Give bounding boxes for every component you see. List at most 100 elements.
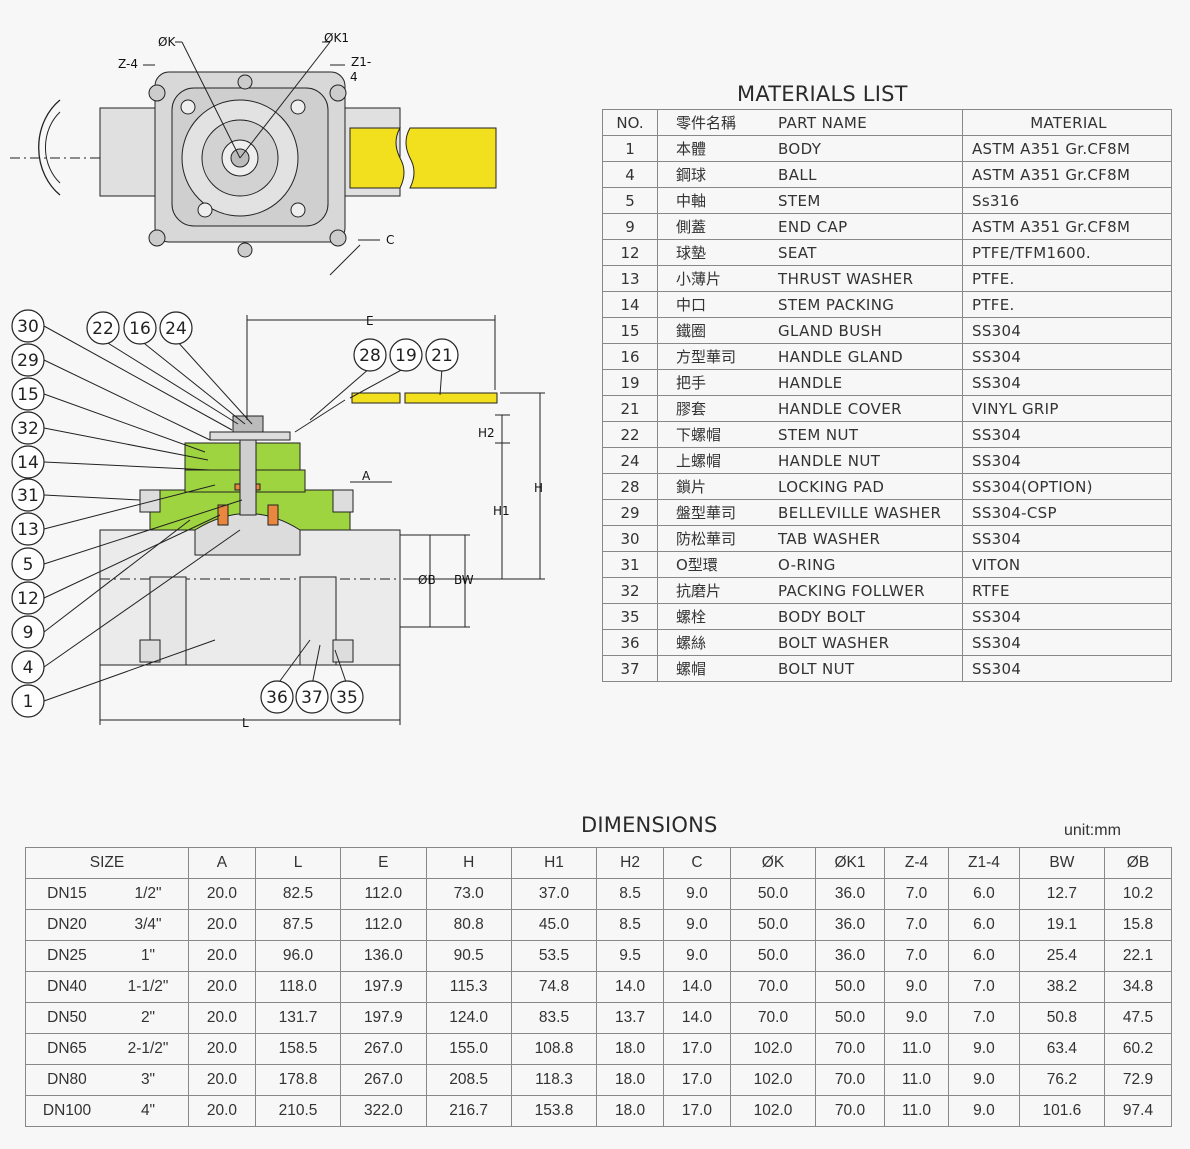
dim-value-cell: 22.1 [1104, 940, 1172, 972]
dim-value-cell: 11.0 [883, 1033, 950, 1065]
part-name-cell: END CAP [768, 213, 963, 240]
dim-label: E [366, 314, 374, 328]
dim-value-cell: 18.0 [596, 1033, 664, 1065]
part-name-zh-cell: O型環 [657, 551, 768, 578]
dim-value-cell: 70.0 [729, 971, 817, 1003]
size-dn-cell: DN20 [25, 909, 108, 941]
callout-number: 32 [17, 419, 39, 439]
dim-value-cell: 74.8 [510, 971, 598, 1003]
part-no-cell: 21 [602, 395, 658, 422]
material-cell: SS304(OPTION) [962, 473, 1172, 500]
dim-value-cell: 208.5 [425, 1064, 512, 1096]
material-cell: VITON [962, 551, 1172, 578]
part-name-cell: SEAT [768, 239, 963, 266]
dim-value-cell: 47.5 [1104, 1002, 1172, 1034]
dim-value-cell: 76.2 [1018, 1064, 1106, 1096]
dim-value-cell: 267.0 [340, 1033, 427, 1065]
part-no-cell: 15 [602, 317, 658, 344]
material-cell: SS304 [962, 525, 1172, 552]
dim-value-cell: 210.5 [254, 1095, 342, 1127]
dim-header-cell: H1 [510, 847, 598, 879]
callout-35: 35 [330, 680, 364, 714]
dim-value-cell: 112.0 [340, 878, 427, 910]
size-dn-cell: DN25 [25, 940, 108, 972]
dim-label: C [386, 233, 394, 247]
part-name-zh-cell: 本體 [657, 135, 768, 162]
material-cell: SS304 [962, 421, 1172, 448]
size-dn-cell: DN40 [25, 971, 108, 1003]
callout-number: 9 [23, 623, 34, 643]
dim-label: ØB [418, 573, 436, 587]
dim-value-cell: 153.8 [510, 1095, 598, 1127]
dim-value-cell: 7.0 [883, 940, 950, 972]
dim-value-cell: 101.6 [1018, 1095, 1106, 1127]
dim-header-cell: Z1-4 [948, 847, 1020, 879]
part-name-cell: HANDLE NUT [768, 447, 963, 474]
dim-value-cell: 6.0 [948, 940, 1020, 972]
part-name-zh-cell: 方型華司 [657, 343, 768, 370]
dim-value-cell: 9.0 [948, 1033, 1020, 1065]
dim-value-cell: 7.0 [883, 909, 950, 941]
part-name-cell: O-RING [768, 551, 963, 578]
callout-number: 5 [23, 555, 34, 575]
part-name-zh-cell: 球墊 [657, 239, 768, 266]
dim-value-cell: 20.0 [188, 909, 256, 941]
dim-header-cell: BW [1018, 847, 1106, 879]
dim-header-cell: C [663, 847, 731, 879]
callout-number: 12 [17, 589, 39, 609]
part-no-cell: 36 [602, 629, 658, 656]
dim-value-cell: 50.0 [729, 940, 817, 972]
dim-value-cell: 112.0 [340, 909, 427, 941]
callout-number: 21 [431, 346, 453, 366]
dim-value-cell: 83.5 [510, 1002, 598, 1034]
header-zh: 零件名稱 [657, 109, 768, 136]
dim-value-cell: 70.0 [729, 1002, 817, 1034]
dim-label: ØK1 [324, 31, 349, 45]
dim-value-cell: 14.0 [596, 971, 664, 1003]
dim-value-cell: 124.0 [425, 1002, 512, 1034]
callout-number: 15 [17, 385, 39, 405]
part-name-zh-cell: 抗磨片 [657, 577, 768, 604]
size-dn-cell: DN15 [25, 878, 108, 910]
part-no-cell: 32 [602, 577, 658, 604]
dim-value-cell: 50.0 [815, 1002, 885, 1034]
material-cell: SS304 [962, 603, 1172, 630]
dim-value-cell: 70.0 [815, 1033, 885, 1065]
part-no-cell: 14 [602, 291, 658, 318]
part-no-cell: 19 [602, 369, 658, 396]
material-cell: SS304-CSP [962, 499, 1172, 526]
dim-value-cell: 14.0 [663, 971, 731, 1003]
part-name-cell: BOLT WASHER [768, 629, 963, 656]
dim-value-cell: 12.7 [1018, 878, 1106, 910]
materials-header-row: NO. 零件名稱 PART NAME MATERIAL [602, 109, 1172, 136]
callout-15: 15 [11, 377, 45, 411]
dim-value-cell: 15.8 [1104, 909, 1172, 941]
dim-value-cell: 178.8 [254, 1064, 342, 1096]
dim-value-cell: 18.0 [596, 1064, 664, 1096]
part-no-cell: 29 [602, 499, 658, 526]
material-cell: SS304 [962, 343, 1172, 370]
callout-number: 30 [17, 317, 39, 337]
material-cell: PTFE/TFM1600. [962, 239, 1172, 266]
dim-value-cell: 155.0 [425, 1033, 512, 1065]
part-name-cell: HANDLE [768, 369, 963, 396]
dim-value-cell: 9.0 [883, 971, 950, 1003]
material-cell: VINYL GRIP [962, 395, 1172, 422]
callout-number: 37 [301, 688, 323, 708]
dim-value-cell: 8.5 [596, 909, 664, 941]
dim-value-cell: 38.2 [1018, 971, 1106, 1003]
dim-value-cell: 45.0 [510, 909, 598, 941]
